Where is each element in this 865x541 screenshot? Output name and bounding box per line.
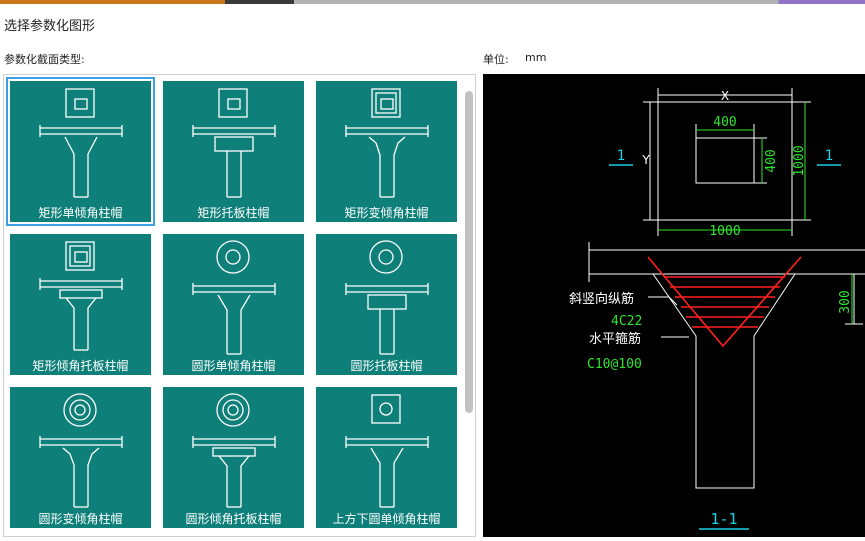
shape-tile-circle-slab[interactable]: 圆形托板柱帽 xyxy=(316,234,457,375)
section-mark-left: 1 xyxy=(617,148,625,164)
shape-label: 矩形托板柱帽 xyxy=(197,206,270,220)
top-window-strip xyxy=(0,0,865,4)
shape-label: 圆形托板柱帽 xyxy=(350,359,423,373)
plan-outline xyxy=(657,101,793,221)
shape-list[interactable]: 矩形单倾角柱帽 矩形托板柱帽 矩形变倾角柱帽 xyxy=(3,74,476,537)
shape-label: 矩形单倾角柱帽 xyxy=(38,206,123,220)
dim-1000-bottom: 1000 xyxy=(709,224,740,239)
value-inclined-rebar: 4C22 xyxy=(611,314,642,329)
circle-slab-thumbnail xyxy=(345,240,429,355)
shape-label: 圆形变倾角柱帽 xyxy=(38,512,123,526)
dim-y-text: Y xyxy=(641,153,650,167)
section-title: 1-1 xyxy=(710,510,737,528)
dim-400-side: 400 xyxy=(764,149,779,172)
shape-tile-rect-slope-slab[interactable]: 矩形倾角托板柱帽 xyxy=(10,234,151,375)
label-inclined-rebar: 斜竖向纵筋 xyxy=(569,291,634,307)
value-hoop: C10@100 xyxy=(587,357,642,372)
section-type-label: 参数化截面类型: xyxy=(4,53,85,66)
shape-label: 上方下圆单倾角柱帽 xyxy=(332,512,441,526)
circle-variable-slope-thumbnail xyxy=(39,393,123,508)
unit-value: mm xyxy=(525,51,547,64)
section-mark-right: 1 xyxy=(825,148,833,164)
circle-single-slope-thumbnail xyxy=(192,240,276,355)
cad-drawing: X Y 400 400 1000 1000 1 1 xyxy=(569,88,865,530)
dialog-title: 选择参数化图形 xyxy=(4,19,96,34)
dim-400-top: 400 xyxy=(713,115,736,130)
scrollbar-thumb[interactable] xyxy=(465,91,473,413)
list-scrollbar[interactable] xyxy=(464,79,474,533)
shape-label: 圆形单倾角柱帽 xyxy=(191,359,276,373)
circle-slope-slab-thumbnail xyxy=(192,393,276,508)
dim-1000-side: 1000 xyxy=(792,145,807,176)
rect-variable-slope-thumbnail xyxy=(345,88,429,198)
rebar-hatch xyxy=(647,256,802,348)
rect-slope-slab-thumbnail xyxy=(39,241,123,351)
square-top-round-bottom-thumbnail xyxy=(345,394,429,508)
shape-label: 圆形倾角托板柱帽 xyxy=(185,512,282,526)
shape-tile-rect-slab[interactable]: 矩形托板柱帽 xyxy=(163,81,304,222)
dim-x-text: X xyxy=(721,89,729,103)
shape-tile-rect-single-slope[interactable]: 矩形单倾角柱帽 xyxy=(6,77,155,226)
shape-label: 矩形倾角托板柱帽 xyxy=(32,359,129,373)
dim-300: 300 xyxy=(838,290,853,313)
column-outline xyxy=(695,137,755,184)
shape-tile-circle-slope-slab[interactable]: 圆形倾角托板柱帽 xyxy=(163,387,304,528)
shape-tile-square-top-round-bottom[interactable]: 上方下圆单倾角柱帽 xyxy=(316,387,457,528)
shape-tile-circle-single-slope[interactable]: 圆形单倾角柱帽 xyxy=(163,234,304,375)
unit-label: 单位: xyxy=(483,53,509,66)
shape-tile-rect-variable-slope[interactable]: 矩形变倾角柱帽 xyxy=(316,81,457,222)
preview-panel: X Y 400 400 1000 1000 1 1 xyxy=(483,74,865,537)
shape-tile-circle-variable-slope[interactable]: 圆形变倾角柱帽 xyxy=(10,387,151,528)
label-hoop: 水平箍筋 xyxy=(589,331,641,347)
rect-slab-thumbnail xyxy=(192,88,276,198)
rect-single-slope-thumbnail xyxy=(39,88,123,198)
shape-label: 矩形变倾角柱帽 xyxy=(344,206,429,220)
